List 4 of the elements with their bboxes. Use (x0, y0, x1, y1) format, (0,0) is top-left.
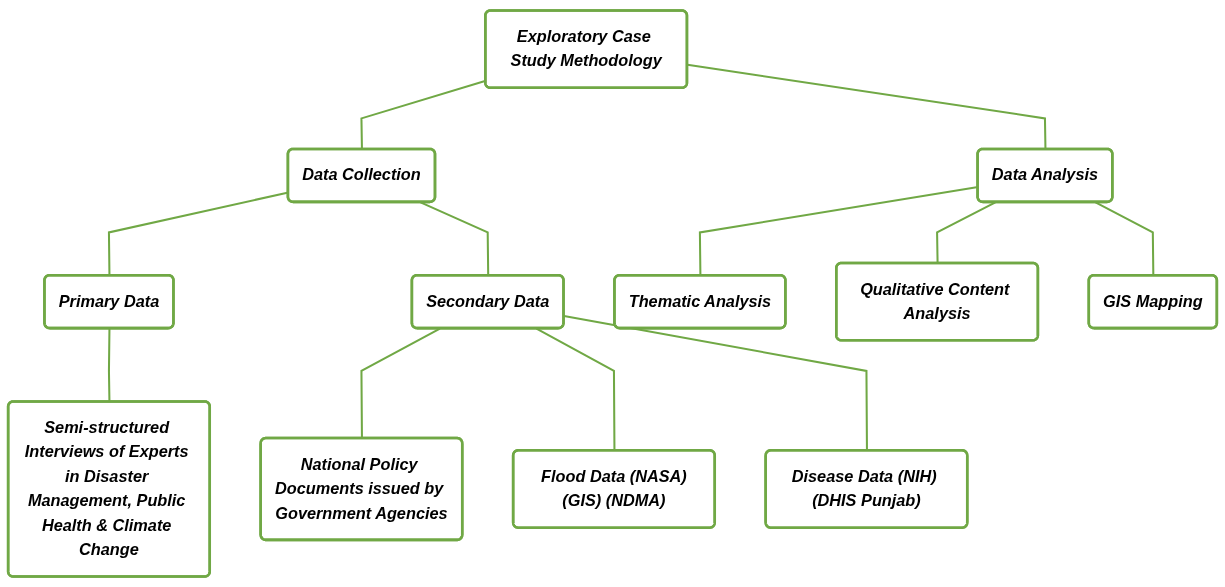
connector (420, 201, 490, 276)
connector (563, 315, 868, 451)
connector (107, 328, 111, 402)
connector (1095, 201, 1155, 276)
